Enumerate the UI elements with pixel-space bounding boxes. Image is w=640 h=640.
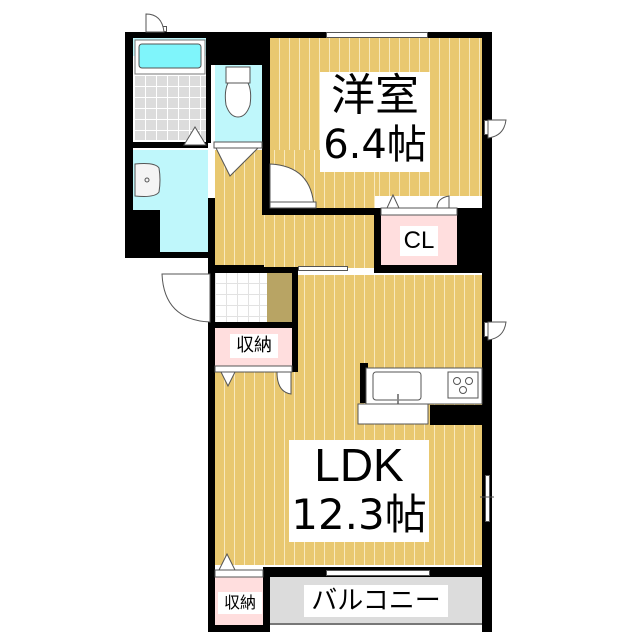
window-ldk-right	[485, 475, 490, 522]
bathroom-tile-floor	[134, 75, 206, 140]
ldk-label: LDK 12.3帖	[289, 440, 429, 542]
wall	[125, 210, 160, 254]
wall	[263, 267, 298, 273]
wall	[208, 268, 215, 632]
western-room-size: 6.4帖	[323, 122, 427, 168]
shoe-cabinet	[267, 273, 292, 323]
entrance-genkan	[215, 272, 267, 324]
wall	[374, 208, 381, 268]
wall	[208, 625, 270, 632]
door-bathroom-icon	[183, 126, 207, 146]
wall	[125, 32, 270, 38]
washroom-lower	[160, 210, 208, 252]
window-balcony	[326, 570, 430, 576]
door-closet-icon	[380, 193, 458, 216]
wall	[292, 267, 298, 372]
closet-label: CL	[400, 226, 438, 256]
washbasin-icon	[134, 163, 161, 197]
door-storage-upper-icon	[214, 365, 293, 395]
door-ldk-right-icon	[487, 321, 507, 341]
door-storage-lower-icon	[214, 552, 264, 578]
western-room-name: 洋室	[331, 70, 419, 121]
wall	[125, 252, 215, 258]
window-ldk-right-mark	[480, 496, 494, 498]
wall	[262, 208, 382, 215]
toilet-icon	[224, 66, 252, 118]
wall	[457, 208, 482, 268]
door-bath-exterior-icon	[145, 13, 165, 33]
wall	[133, 142, 208, 148]
bathtub-icon	[134, 39, 206, 75]
ldk-name: LDK	[314, 439, 404, 491]
door-toilet-icon	[213, 141, 263, 177]
stove-icon	[447, 371, 479, 399]
window-western-top	[326, 32, 428, 38]
western-room-label: 洋室 6.4帖	[320, 72, 430, 172]
door-western-room-icon	[269, 163, 317, 209]
wall	[374, 265, 482, 273]
wall	[215, 322, 292, 328]
balcony-label: バルコニー	[304, 585, 448, 617]
storage-lower-label: 収納	[218, 592, 262, 614]
wall	[125, 32, 133, 254]
wall	[208, 198, 215, 268]
wall	[206, 38, 211, 143]
wall	[263, 567, 270, 632]
wall	[208, 265, 264, 273]
ldk-size: 12.3帖	[291, 490, 427, 539]
door-western-right-icon	[487, 119, 507, 139]
wall	[360, 363, 368, 403]
door-entrance-icon	[161, 273, 211, 323]
storage-upper-label: 収納	[230, 334, 278, 358]
wall	[207, 38, 262, 65]
wall	[430, 405, 482, 425]
wall	[262, 38, 270, 208]
hall-opening	[298, 266, 348, 271]
